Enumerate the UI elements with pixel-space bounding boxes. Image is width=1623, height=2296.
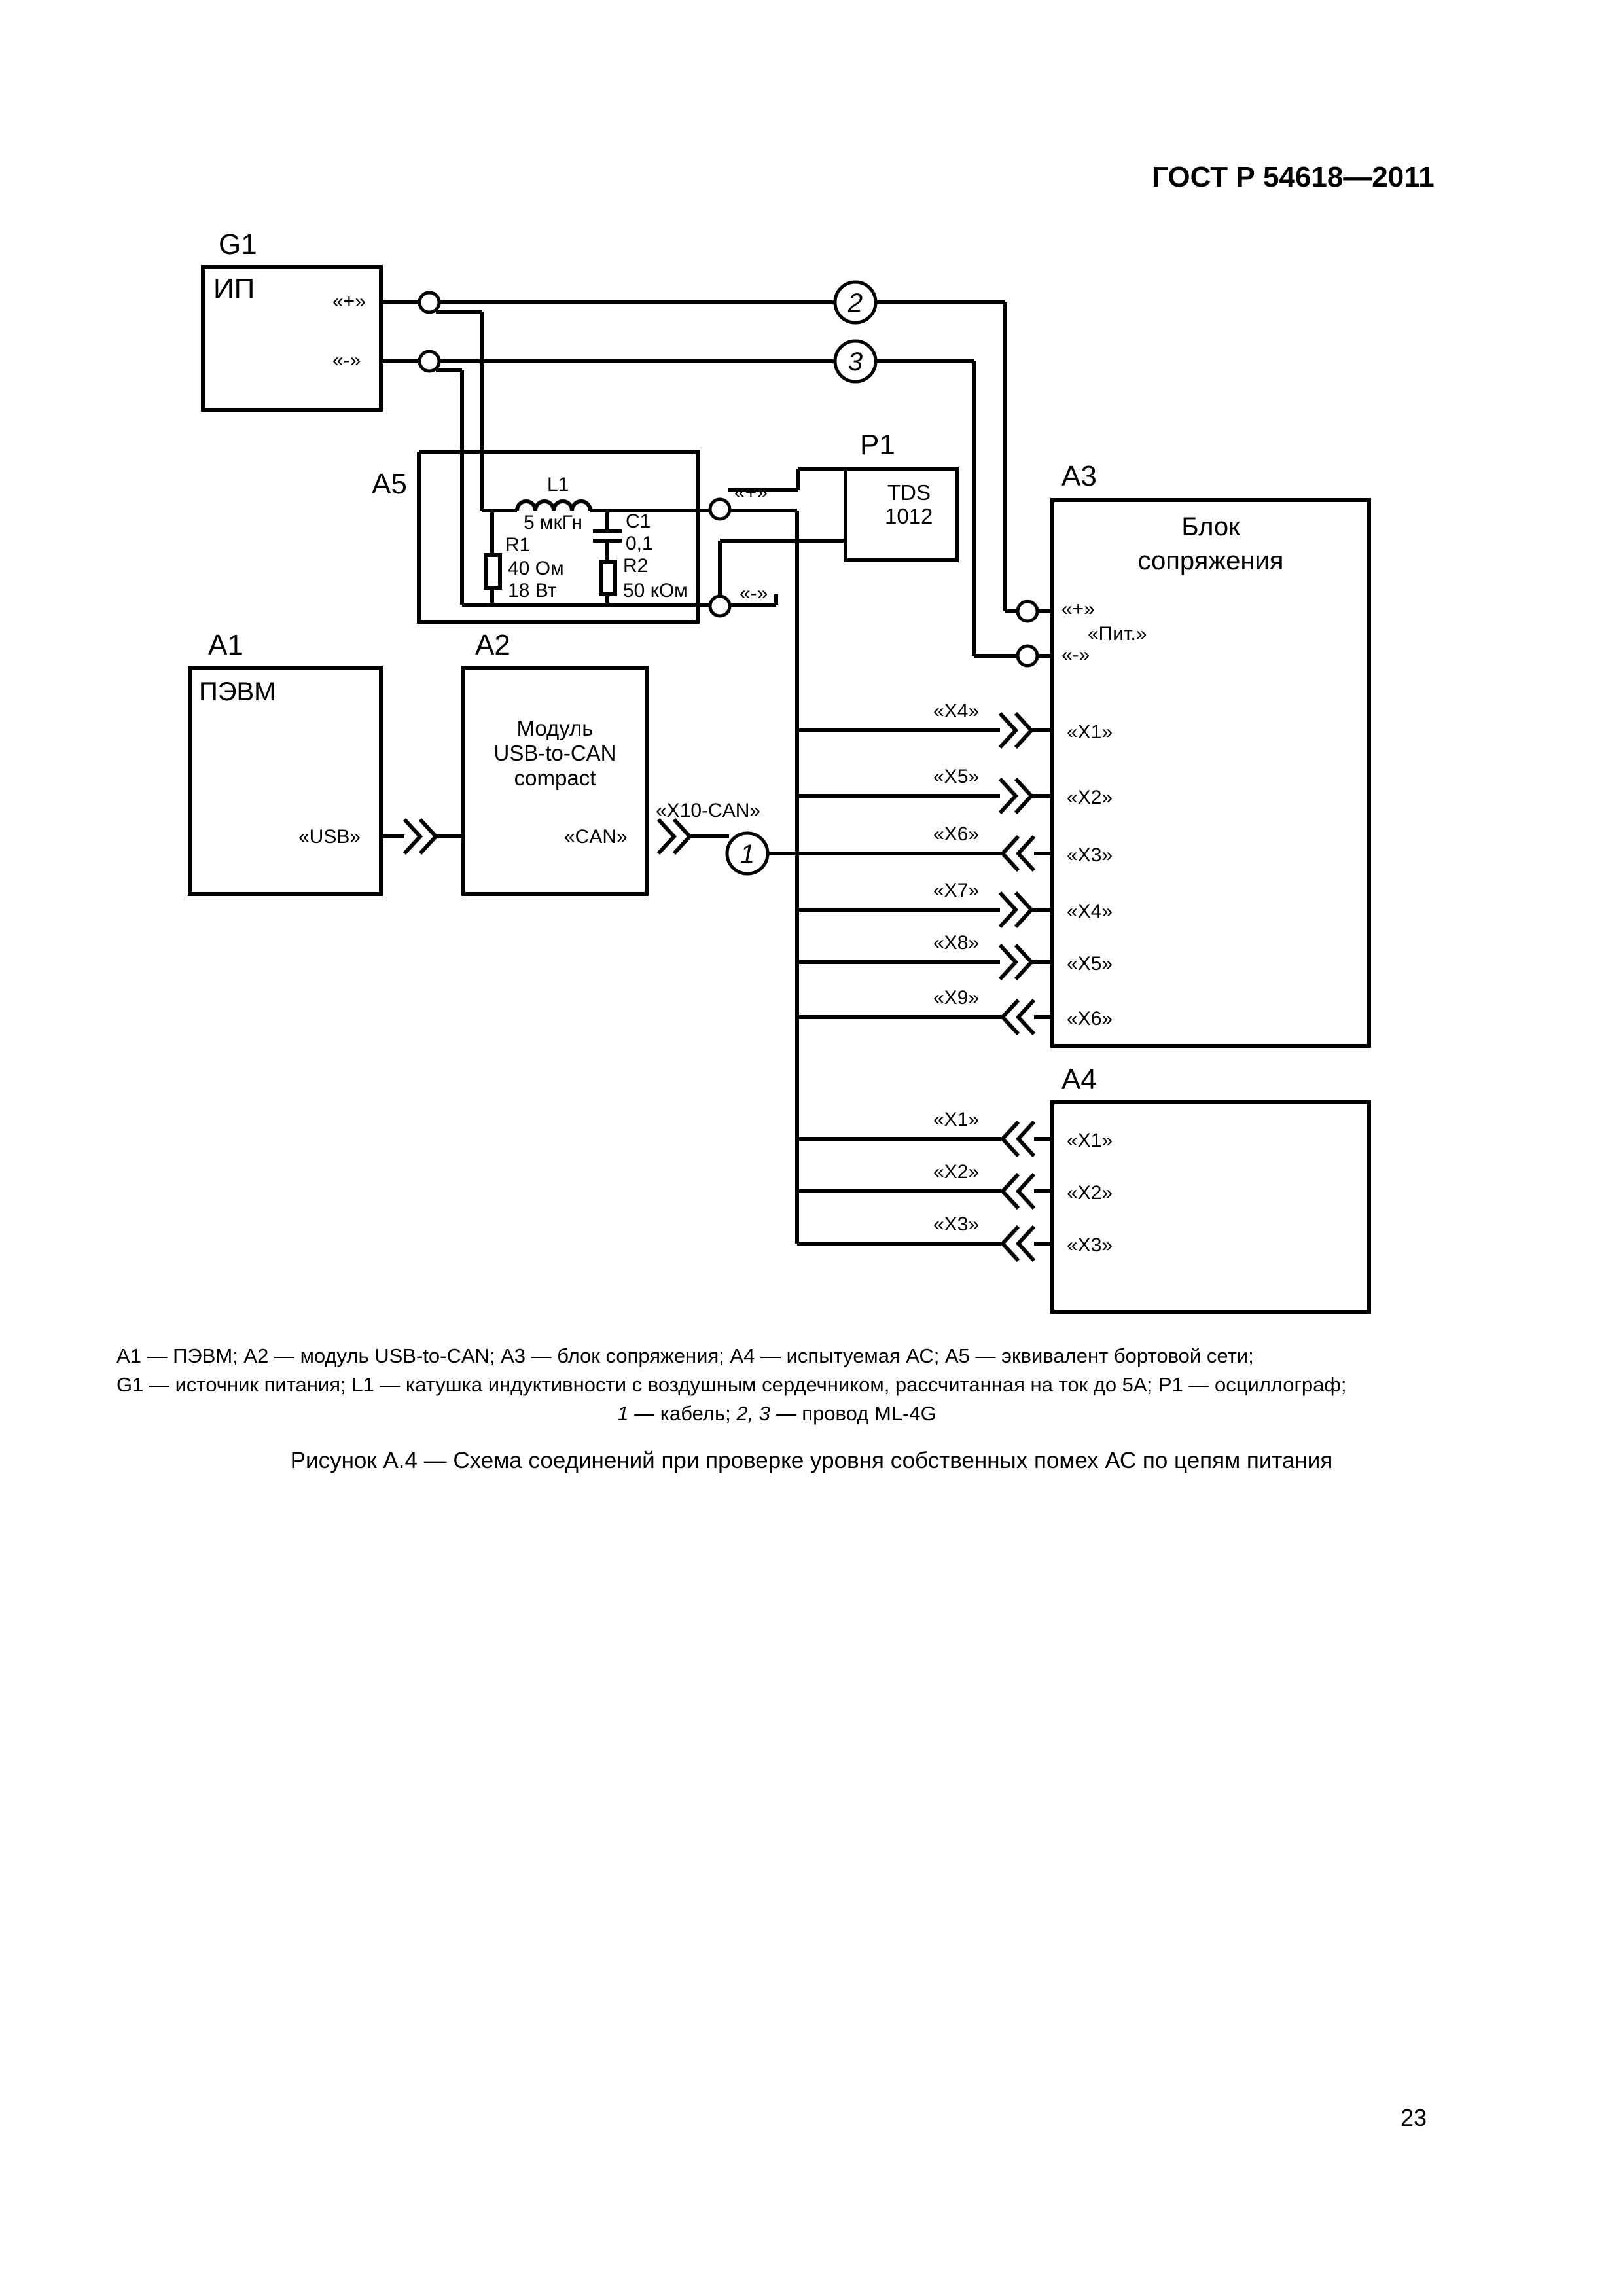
c1-ref: C1: [626, 511, 651, 532]
r2-value: 50 кОм: [623, 580, 688, 601]
a3-port-x2: «X2»: [1067, 787, 1113, 808]
r1-value-ohm: 40 Ом: [508, 558, 564, 579]
a1-usb-label: «USB»: [298, 826, 361, 848]
a4-block: [1050, 1100, 1371, 1314]
marker-2: 2: [847, 289, 863, 317]
a5-plus-terminal: [708, 497, 732, 521]
a3-port-x6: «X6»: [1067, 1008, 1113, 1030]
g1-minus-terminal: [418, 350, 441, 373]
a3-title-line1: Блок: [1181, 512, 1240, 541]
a2-block: [461, 666, 649, 896]
a3-port-x3: «X3»: [1067, 844, 1113, 866]
p1-model-line2: 1012: [885, 504, 933, 528]
a3-plus-terminal: [1016, 600, 1039, 623]
a3-port-x4: «X4»: [1067, 901, 1113, 922]
a2-can-label: «CAN»: [564, 826, 628, 848]
p1-ref: P1: [860, 429, 895, 461]
a1-title: ПЭВМ: [199, 677, 276, 706]
connection-diagram: 2 3 1 G1 ИП «+» «-» A5 L1 5 мкГн C1 0,1 …: [188, 228, 1371, 1314]
cable-x5-label: «X5»: [933, 766, 979, 787]
a3-title-line2: сопряжения: [1138, 547, 1284, 575]
r1-ref: R1: [505, 534, 530, 556]
l1-value: 5 мкГн: [524, 512, 582, 533]
a2-title-line3: compact: [514, 766, 596, 790]
a2-ref: A2: [475, 629, 510, 661]
a1-ref: A1: [208, 629, 243, 661]
a4-port-x2: «X2»: [1067, 1182, 1113, 1204]
g1-title: ИП: [213, 273, 255, 305]
cable-x4-label: «X4»: [933, 700, 979, 722]
p1-block: [844, 467, 959, 562]
a3-port-x1: «X1»: [1067, 721, 1113, 743]
a4-ref: A4: [1061, 1064, 1097, 1096]
legend-item-2-3: 2, 3: [736, 1402, 771, 1425]
a5-ref: A5: [372, 468, 407, 500]
page-number: 23: [1400, 2104, 1427, 2131]
a3-minus-terminal: [1016, 644, 1039, 668]
c1-value: 0,1: [626, 533, 653, 554]
marker-circle-3: [833, 339, 878, 384]
g1-plus-label: «+»: [332, 291, 366, 312]
legend-item-1: 1: [617, 1402, 629, 1425]
marker-circle-2: [833, 280, 878, 325]
legend-text-wire: — провод ML-4G: [770, 1402, 936, 1425]
g1-plus-terminal: [418, 291, 441, 314]
a3-power-label: «Пит.»: [1088, 623, 1147, 645]
marker-1: 1: [740, 840, 755, 869]
l1-ref: L1: [547, 474, 569, 495]
legend-line-2: G1 — источник питания; L1 — катушка инду…: [116, 1373, 1347, 1396]
r1-value-watt: 18 Вт: [508, 580, 557, 601]
legend-line-3: 1 — кабель; 2, 3 — провод ML-4G: [116, 1399, 1437, 1428]
g1-minus-label: «-»: [332, 350, 361, 371]
a5-plus-label: «+»: [734, 482, 768, 503]
a1-block: [188, 666, 383, 896]
a3-minus-label: «-»: [1061, 644, 1090, 666]
figure-legend: А1 — ПЭВМ; А2 — модуль USB-to-CAN; А3 — …: [116, 1342, 1437, 1428]
marker-circle-1: [725, 831, 770, 876]
marker-3: 3: [848, 348, 863, 376]
cable-a4-x3-label: «X3»: [933, 1213, 979, 1235]
r2-ref: R2: [623, 555, 648, 577]
cable-a4-x1-label: «X1»: [933, 1109, 979, 1130]
legend-line-1: А1 — ПЭВМ; А2 — модуль USB-to-CAN; А3 — …: [116, 1344, 1254, 1367]
g1-ref: G1: [219, 228, 257, 260]
g1-block: [201, 265, 383, 412]
a4-port-x3: «X3»: [1067, 1234, 1113, 1256]
document-header: ГОСТ Р 54618—2011: [1152, 161, 1435, 193]
a2-title-line1: Модуль: [517, 716, 594, 740]
figure-caption: Рисунок А.4 — Схема соединений при прове…: [290, 1448, 1333, 1473]
cable-x8-label: «X8»: [933, 932, 979, 954]
a2-title-line2: USB-to-CAN: [493, 741, 616, 765]
a3-ref: A3: [1061, 460, 1097, 492]
cable-x7-label: «X7»: [933, 880, 979, 901]
x10-can-label: «X10-CAN»: [656, 800, 760, 821]
a3-port-x5: «X5»: [1067, 953, 1113, 975]
cable-x9-label: «X9»: [933, 987, 979, 1009]
legend-text-cable: — кабель;: [628, 1402, 737, 1425]
cable-a4-x2-label: «X2»: [933, 1161, 979, 1183]
a5-minus-label: «-»: [740, 583, 768, 604]
a3-plus-label: «+»: [1061, 598, 1095, 620]
a4-port-x1: «X1»: [1067, 1130, 1113, 1151]
a3-block: [1050, 498, 1371, 1048]
a5-minus-terminal: [708, 594, 732, 618]
cable-x6-label: «X6»: [933, 823, 979, 845]
p1-model-line1: TDS: [887, 480, 931, 505]
